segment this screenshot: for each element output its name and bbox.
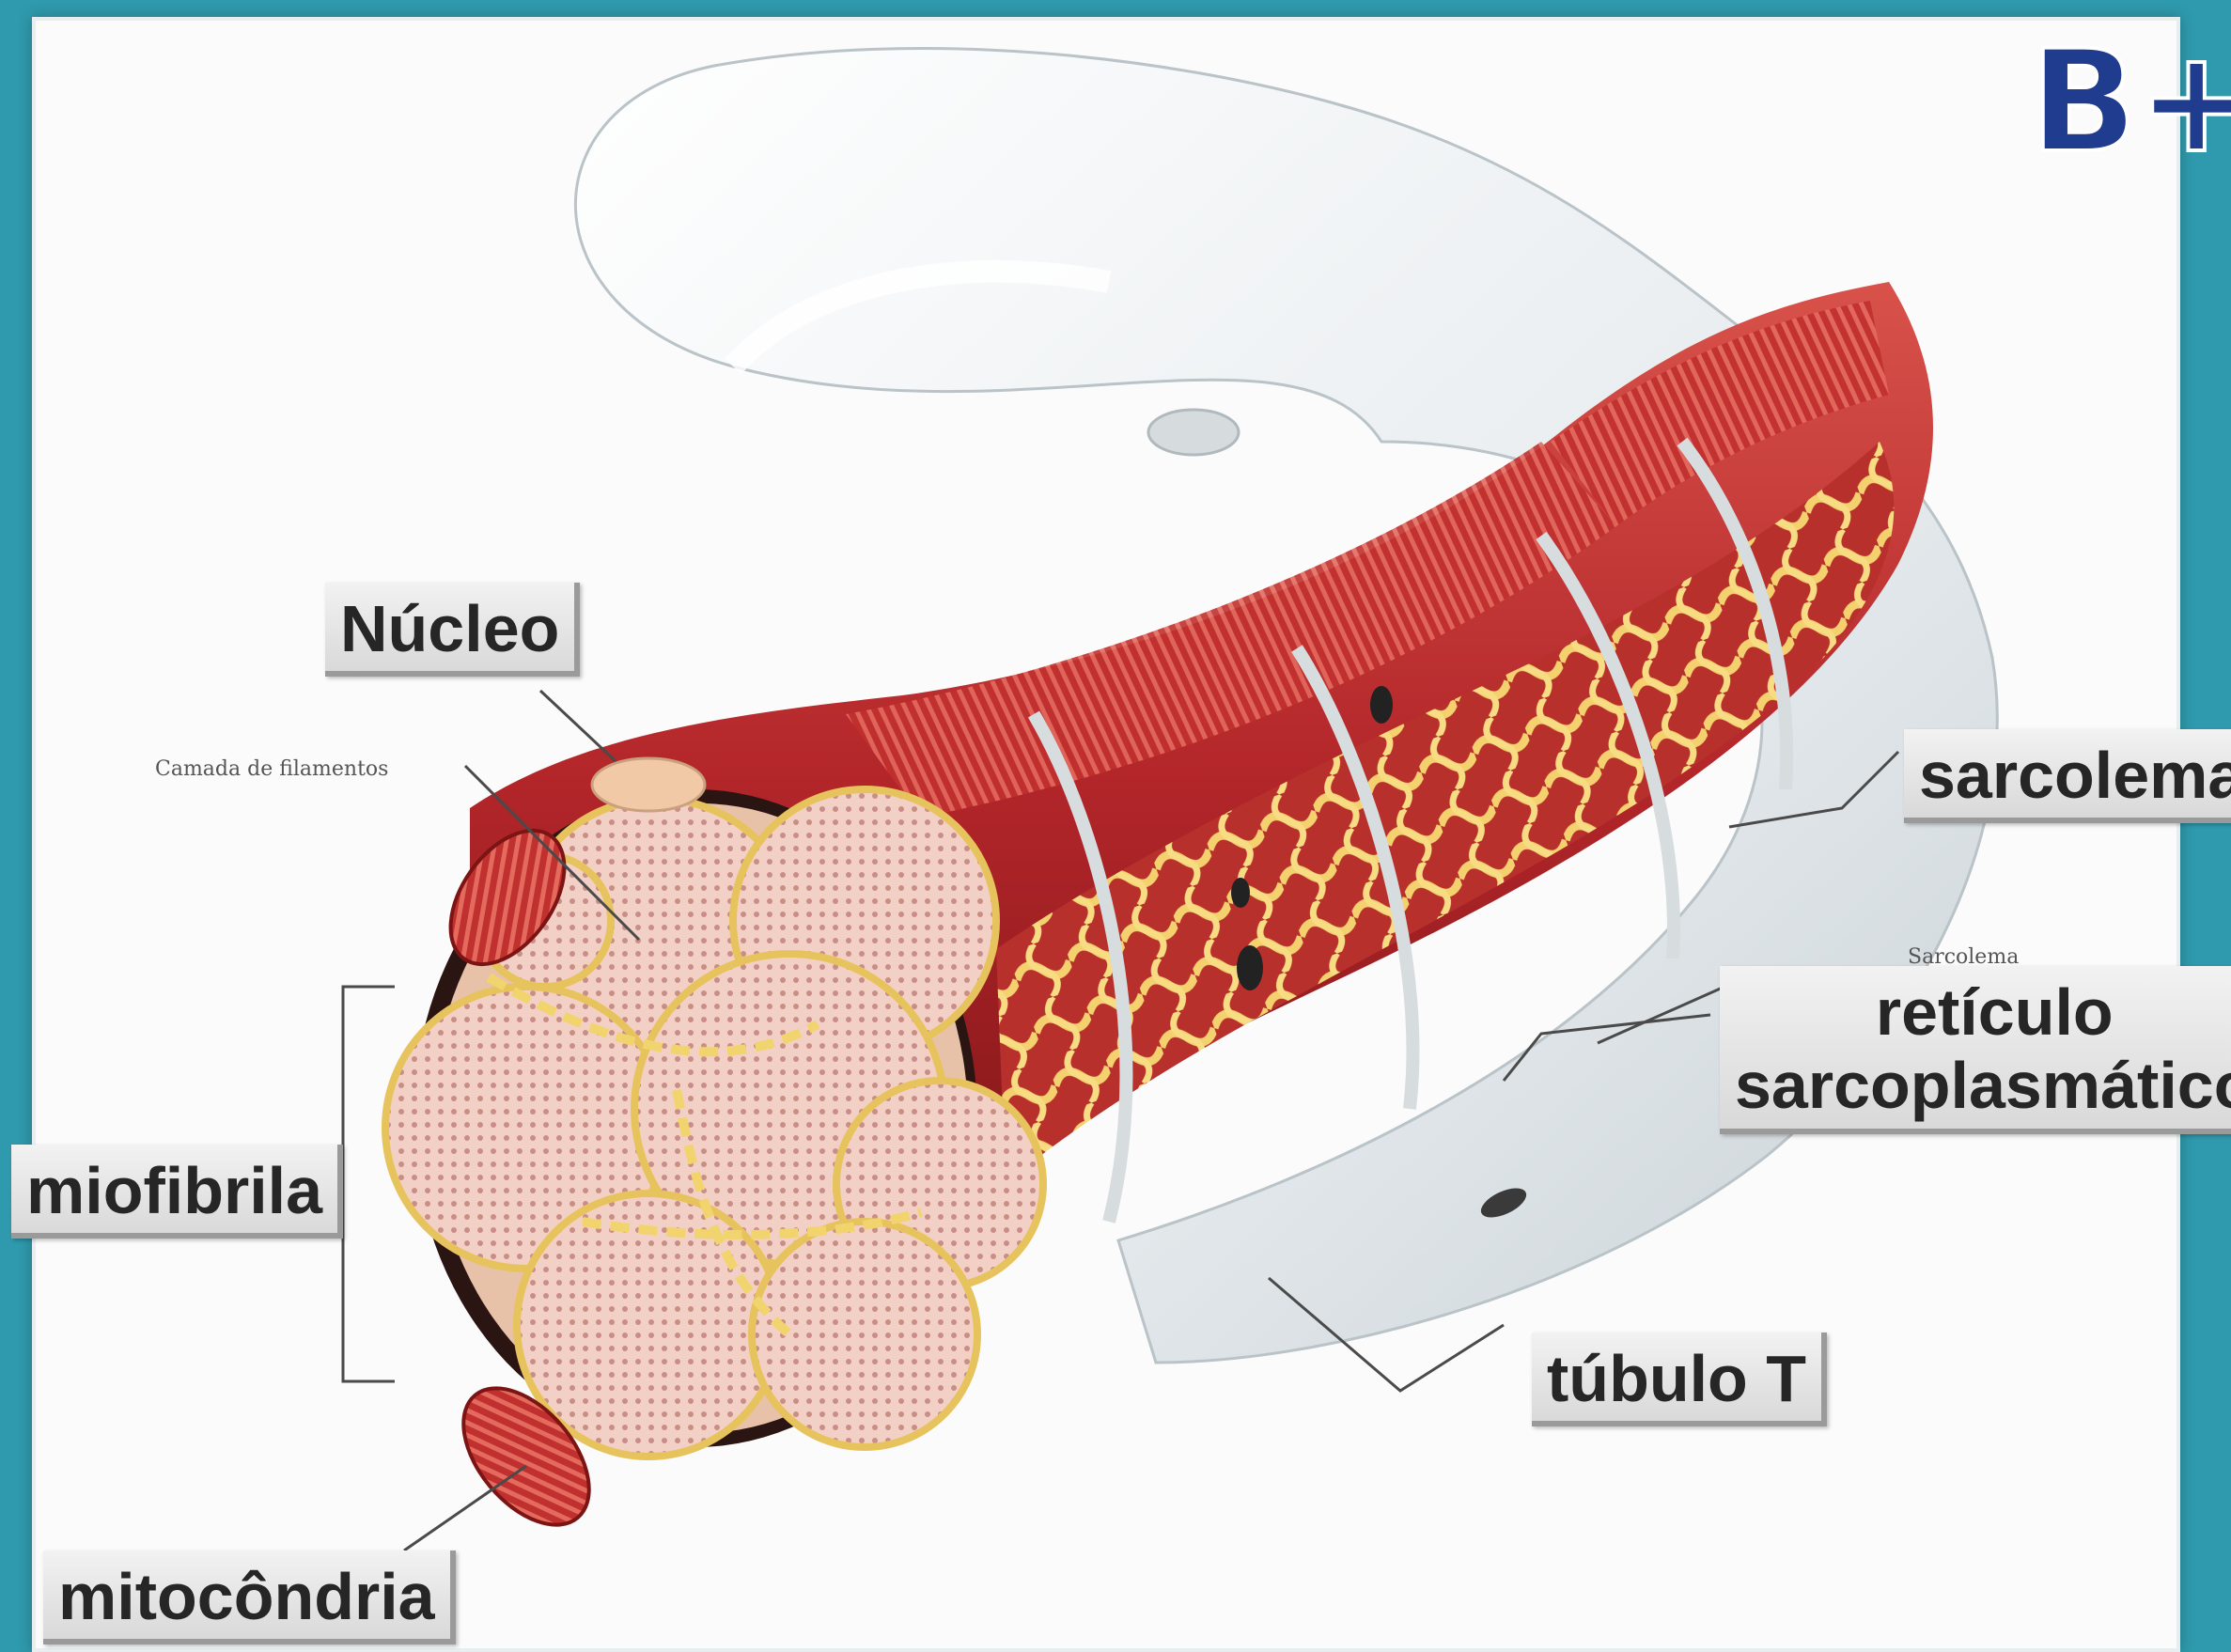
label-sarcolema: sarcolema bbox=[1904, 729, 2231, 823]
label-reticulo-line1: retículo bbox=[1735, 975, 2231, 1049]
label-tubulo-text: túbulo T bbox=[1547, 1342, 1806, 1415]
label-mitocondria-text: mitocôndria bbox=[58, 1560, 435, 1633]
sheath-nucleus-shape bbox=[1148, 410, 1239, 455]
label-sarcolema-text: sarcolema bbox=[1919, 739, 2231, 812]
svg-text:B+M: B+M bbox=[2030, 21, 2231, 184]
label-nucleo: Núcleo bbox=[325, 583, 580, 677]
nucleus-shape bbox=[592, 758, 705, 811]
label-reticulo-sarcoplasmatico: retículo sarcoplasmático bbox=[1720, 966, 2231, 1134]
logo: B+M bbox=[2030, 21, 2231, 184]
label-miofibrila: miofibrila bbox=[11, 1145, 343, 1239]
filament-bundle-small-label: Camada de filamentos bbox=[155, 757, 388, 781]
label-nucleo-text: Núcleo bbox=[340, 592, 559, 665]
label-miofibrila-text: miofibrila bbox=[26, 1154, 322, 1227]
label-reticulo-line2: sarcoplasmático bbox=[1735, 1049, 2231, 1122]
label-tubulo-t: túbulo T bbox=[1532, 1333, 1827, 1426]
label-mitocondria: mitocôndria bbox=[43, 1551, 456, 1644]
